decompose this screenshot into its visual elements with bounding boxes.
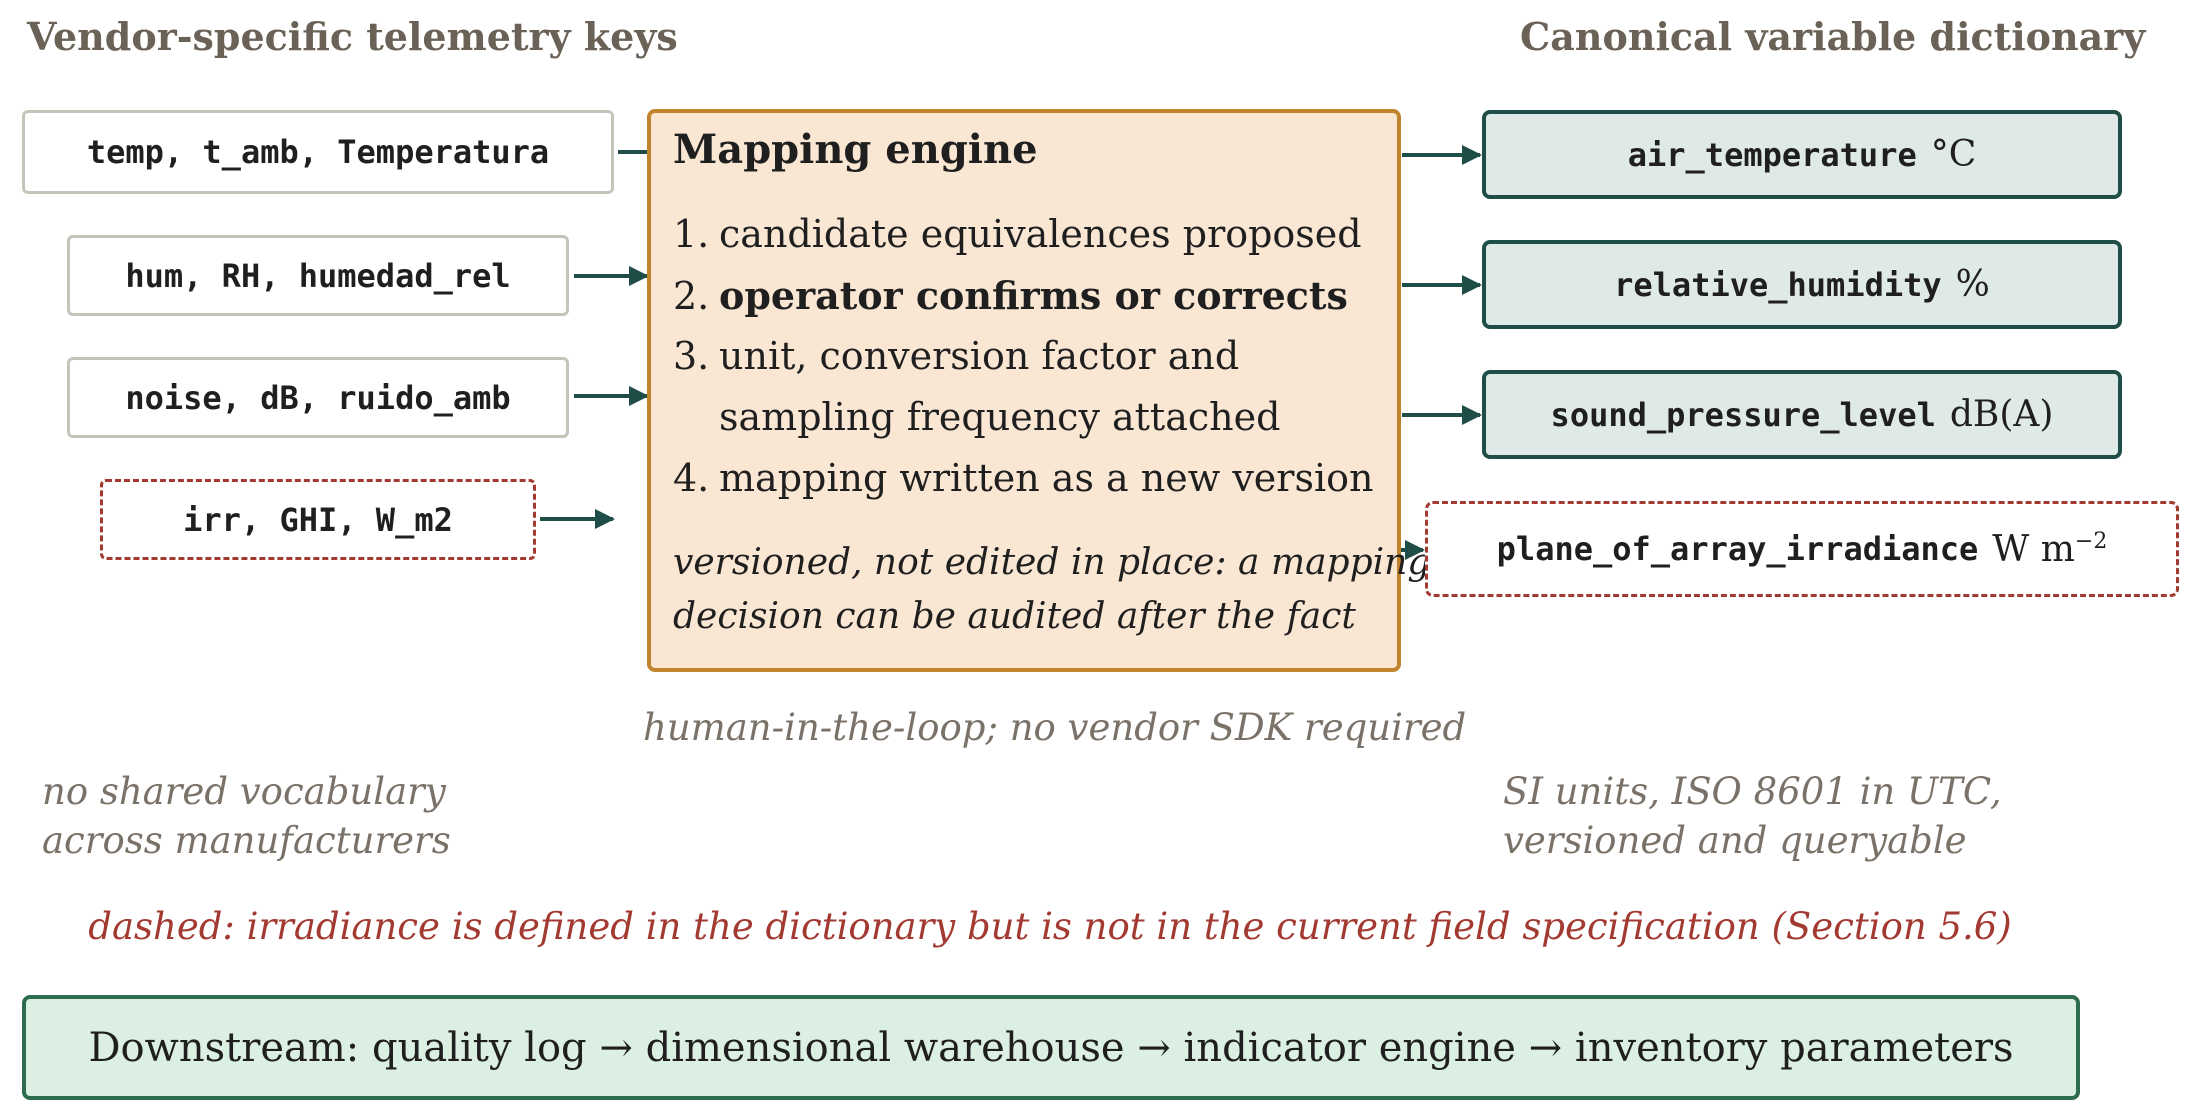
engine-step: 2.operator confirms or corrects [673,273,1348,318]
target-plane-of-array-irradiance: plane_of_array_irradiance W m−2 [1425,501,2179,597]
source-key-irradiance: irr, GHI, W_m2 [100,479,536,560]
engine-step: 1.candidate equivalences proposed [673,212,1362,256]
target-unit: dB(A) [1949,394,2054,435]
engine-step: sampling frequency attached [673,395,1280,439]
dashed-legend-note: dashed: irradiance is defined in the dic… [88,905,2012,948]
target-unit: W m−2 [1992,528,2108,570]
downstream-pipeline-box: Downstream: quality log → dimensional wa… [22,995,2080,1100]
step-number: 4. [673,456,710,500]
engine-note-line2: decision can be audited after the fact [673,596,1356,637]
step-text: unit, conversion factor and [719,334,1240,378]
unit-exponent: −2 [2074,528,2108,554]
target-sound-pressure-level: sound_pressure_level dB(A) [1482,370,2122,459]
engine-step: 3.unit, conversion factor and [673,334,1239,378]
left-note-line1: no shared vocabulary [42,770,446,813]
engine-caption: human-in-the-loop; no vendor SDK require… [643,706,1467,749]
target-air-temperature: air_temperature °C [1482,110,2122,199]
target-name: plane_of_array_irradiance [1496,530,1979,568]
target-name: air_temperature [1627,135,1917,174]
target-unit: °C [1930,134,1977,175]
engine-step: 4.mapping written as a new version [673,456,1373,500]
step-number: 2. [673,274,710,318]
target-name: relative_humidity [1614,265,1942,304]
right-note-line2: versioned and queryable [1503,819,1967,862]
left-note-line2: across manufacturers [42,819,451,862]
right-heading: Canonical variable dictionary [1520,14,2146,59]
engine-note-line1: versioned, not edited in place: a mappin… [673,542,1431,583]
step-text: operator confirms or corrects [719,273,1348,318]
left-heading: Vendor-specific telemetry keys [27,14,678,59]
step-text: candidate equivalences proposed [719,212,1362,256]
target-name: sound_pressure_level [1550,395,1936,434]
step-text: mapping written as a new version [719,456,1374,500]
target-unit: % [1955,264,1990,305]
source-key-temperature: temp, t_amb, Temperatura [22,110,614,194]
step-number: 3. [673,334,710,378]
mapping-engine-title: Mapping engine [673,126,1038,173]
target-relative-humidity: relative_humidity% [1482,240,2122,329]
step-text: sampling frequency attached [719,395,1281,439]
step-number: 1. [673,212,710,256]
mapping-engine-box [647,109,1401,672]
source-key-humidity: hum, RH, humedad_rel [67,235,569,316]
right-note-line1: SI units, ISO 8601 in UTC, [1503,770,2002,813]
source-key-noise: noise, dB, ruido_amb [67,357,569,438]
